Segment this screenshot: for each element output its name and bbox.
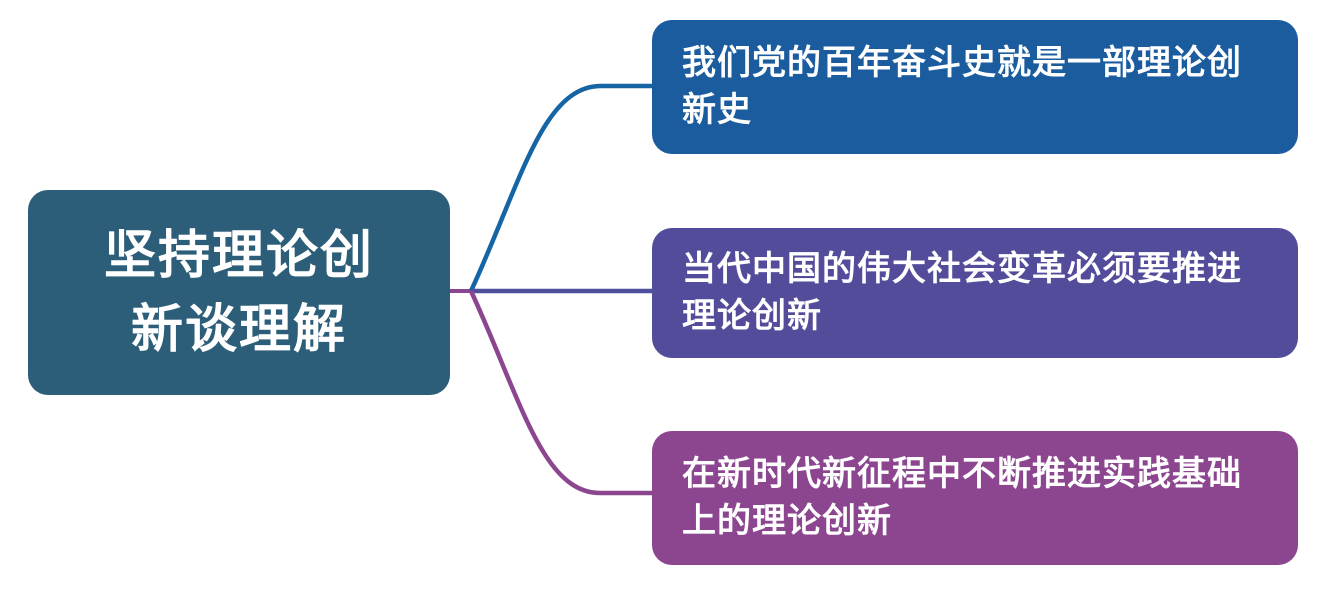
branch-1-label-line-1: 我们党的百年奋斗史就是一部理论创: [682, 44, 1242, 82]
branch-1-label-line-2: 新史: [682, 91, 752, 129]
branch-3-label-line-2: 上的理论创新: [682, 502, 892, 540]
root-node[interactable]: 坚持理论创 新谈理解: [28, 190, 450, 395]
root-node-label-line-1: 坚持理论创: [103, 226, 374, 285]
branch-node-2[interactable]: 当代中国的伟大社会变革必须要推进 理论创新: [652, 228, 1298, 358]
branch-node-3[interactable]: 在新时代新征程中不断推进实践基础 上的理论创新: [652, 431, 1298, 565]
branch-node-1[interactable]: 我们党的百年奋斗史就是一部理论创 新史: [652, 20, 1298, 154]
root-node-label-line-2: 新谈理解: [130, 300, 347, 359]
branch-2-label-line-1: 当代中国的伟大社会变革必须要推进: [682, 250, 1242, 288]
connector-branch-3: [468, 290, 654, 496]
connector-branch-1: [468, 83, 654, 292]
branch-3-label-line-1: 在新时代新征程中不断推进实践基础: [682, 455, 1242, 493]
branch-2-label-line-2: 理论创新: [682, 297, 822, 335]
